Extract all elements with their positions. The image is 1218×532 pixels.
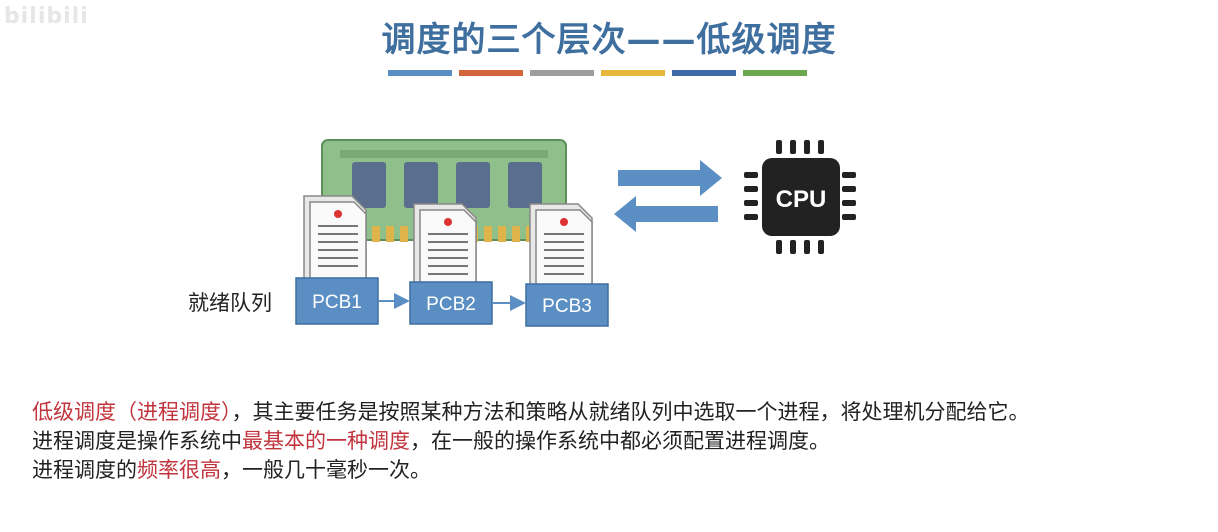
ready-queue-label: 就绪队列 xyxy=(188,291,272,315)
paragraph-text: 进程调度的 xyxy=(32,458,137,482)
highlight-text: 频率很高 xyxy=(137,458,221,482)
dispatch-arrow-icon xyxy=(618,160,722,196)
paragraph-text: 进程调度是操作系统中 xyxy=(32,429,242,453)
low-level-scheduling-term: 低级调度（进程调度） xyxy=(32,400,232,424)
pcb-label: PCB2 xyxy=(426,294,476,315)
bilibili-watermark: bilibili xyxy=(4,4,89,29)
title-bar xyxy=(388,70,452,76)
title-bar xyxy=(459,70,523,76)
highlight-text: 最基本的一种调度 xyxy=(242,429,410,453)
title-bar xyxy=(672,70,736,76)
pcb-box xyxy=(409,281,493,325)
cpu-chip-icon xyxy=(744,140,856,254)
paragraph-text: ，一般几十毫秒一次。 xyxy=(221,458,431,482)
cpu-label: CPU xyxy=(776,186,827,213)
paragraph-3: 进程调度的频率很高，一般几十毫秒一次。 xyxy=(32,456,1182,485)
pcb-box xyxy=(525,283,609,327)
paragraph-1: 低级调度（进程调度），其主要任务是按照某种方法和策略从就绪队列中选取一个进程，将… xyxy=(32,398,1182,427)
process-document-icon xyxy=(413,203,477,289)
title-bar xyxy=(601,70,665,76)
description-text: 低级调度（进程调度），其主要任务是按照某种方法和策略从就绪队列中选取一个进程，将… xyxy=(32,398,1182,485)
scheduling-diagram: PCB1 PCB2 PCB3 就绪队列 CPU xyxy=(188,139,856,327)
pcb-label: PCB3 xyxy=(542,296,592,317)
process-document-icon xyxy=(529,203,593,293)
paragraph-2: 进程调度是操作系统中最基本的一种调度，在一般的操作系统中都必须配置进程调度。 xyxy=(32,427,1182,456)
pcb-label: PCB1 xyxy=(312,292,362,313)
paragraph-text: ，其主要任务是按照某种方法和策略从就绪队列中选取一个进程，将处理机分配给它。 xyxy=(231,400,1030,424)
process-document-icon xyxy=(303,195,367,283)
page-title: 调度的三个层次——低级调度 xyxy=(381,20,837,60)
paragraph-text: ，在一般的操作系统中都必须配置进程调度。 xyxy=(410,429,830,453)
title-bar xyxy=(530,70,594,76)
title-bar xyxy=(743,70,807,76)
return-arrow-icon xyxy=(614,196,718,232)
